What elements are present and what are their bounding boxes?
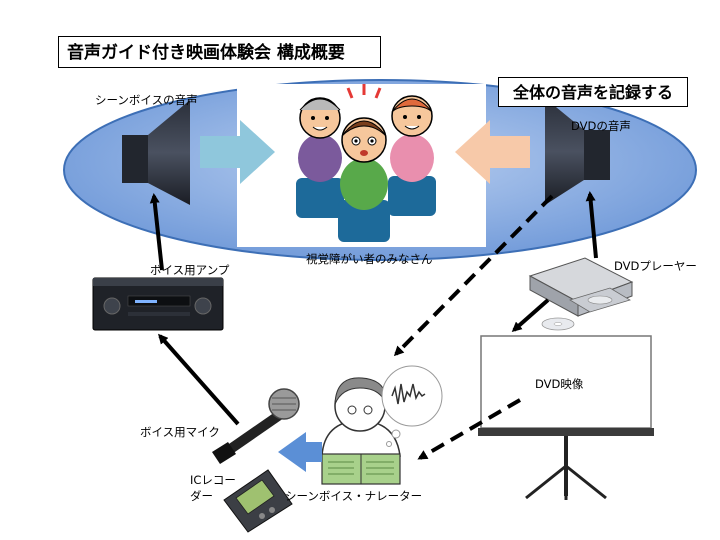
label-ic-recorder-line2: ダー: [190, 489, 213, 503]
label-narrator: シーンボイス・ナレーター: [285, 489, 423, 503]
amp-to-speaker-arrow: [149, 193, 164, 271]
label-scene-voice-audio: シーンボイスの音声: [95, 93, 198, 107]
audience-illustration: [237, 84, 486, 247]
diagram-title: 音声ガイド付き映画体験会 構成概要: [58, 36, 381, 68]
ic-recorder-icon: [223, 469, 293, 533]
dvd-player-icon: [528, 257, 634, 331]
voice-amp-icon: [92, 277, 224, 331]
mic-to-amp-arrow: [158, 333, 240, 426]
label-voice-amp: ボイス用アンプ: [150, 263, 230, 277]
screen-to-narrator-dashed-arrow: [417, 398, 522, 460]
scene-voice-flow-arrow: [200, 120, 275, 184]
label-dvd-player: DVDプレーヤー: [614, 259, 697, 273]
dvd-audio-flow-arrow: [455, 120, 530, 184]
dvd-speaker-icon: [545, 98, 610, 205]
label-dvd-video: DVD映像: [535, 377, 584, 391]
label-audience: 視覚障がい者のみなさん: [306, 252, 433, 266]
microphone-icon: [212, 388, 300, 464]
dvd-audio-to-narrator-dashed-arrow: [393, 194, 554, 357]
label-dvd-audio: DVDの音声: [571, 119, 631, 133]
label-ic-recorder-line1: ICレコー: [190, 473, 236, 487]
dvd-player-to-speaker-arrow: [585, 191, 598, 259]
label-voice-mic: ボイス用マイク: [140, 425, 220, 439]
dvd-player-to-screen-arrow: [511, 298, 550, 332]
scene-voice-speaker-icon: [122, 100, 190, 205]
narrator-illustration: [321, 377, 401, 485]
narrator-to-recorder-arrow: [278, 432, 322, 472]
speech-waveform-bubble: [381, 365, 443, 447]
projection-screen-icon: [478, 335, 654, 500]
record-note: 全体の音声を記録する: [498, 77, 688, 107]
